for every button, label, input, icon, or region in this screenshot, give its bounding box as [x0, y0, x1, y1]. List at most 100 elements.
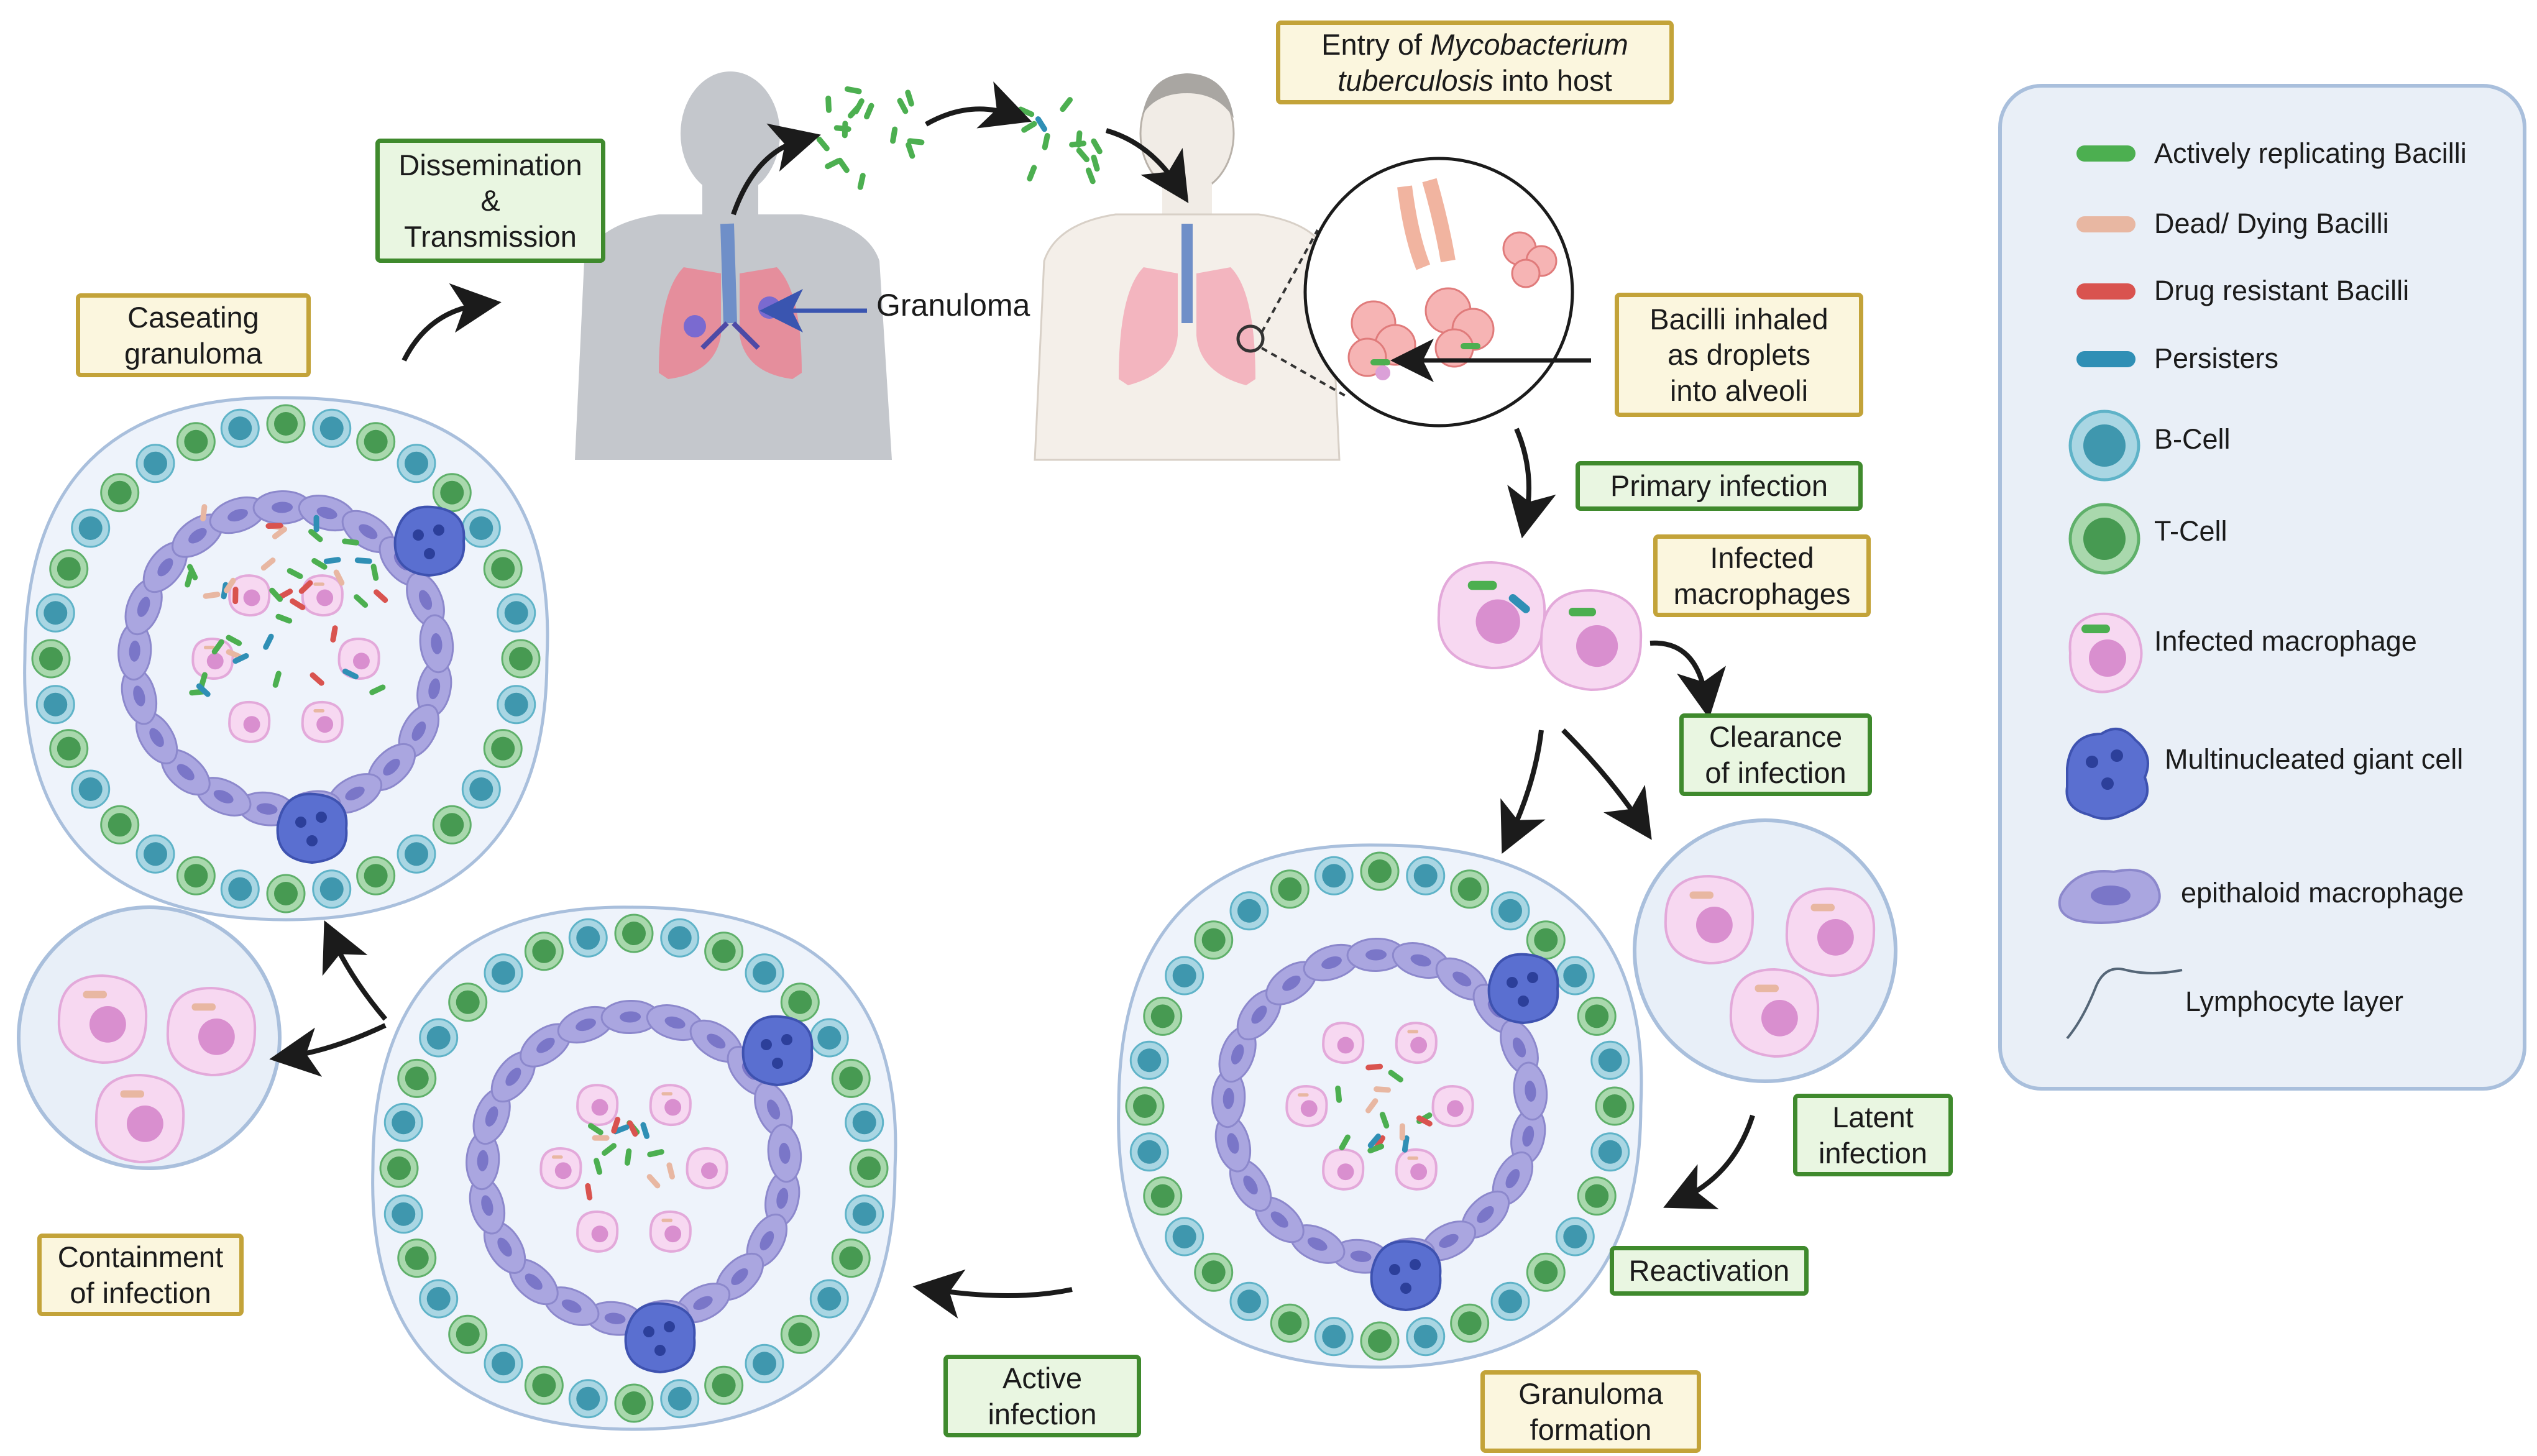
giant-cell-nucleus — [1389, 1264, 1400, 1275]
bacillus — [592, 1135, 610, 1141]
legend-label: Actively replicating Bacilli — [2154, 137, 2467, 169]
cell-nucleus — [405, 451, 429, 475]
legend-item: Lymphocyte layer — [2185, 986, 2403, 1018]
macrophage-nucleus — [1410, 954, 1431, 967]
bacillus — [1374, 1086, 1392, 1093]
macrophage-nucleus — [1231, 1044, 1244, 1065]
cell-nucleus — [143, 842, 167, 866]
bacillus — [298, 580, 313, 594]
bacillus — [269, 587, 283, 602]
bacillus — [857, 173, 866, 190]
cell-nucleus — [426, 1025, 451, 1050]
cell-nucleus — [387, 1156, 411, 1180]
macrophage-nucleus — [345, 786, 365, 800]
macrophage-nucleus — [1337, 1037, 1354, 1054]
macrophage-nucleus — [1300, 1100, 1318, 1117]
giant-cell-nucleus — [433, 524, 444, 536]
bacillus — [1339, 1134, 1351, 1151]
cell-nucleus — [1237, 1289, 1261, 1314]
bacillus — [587, 1123, 603, 1135]
bacillus — [1388, 1069, 1403, 1083]
cell-nucleus — [712, 1373, 736, 1398]
macrophage-nucleus — [1525, 1080, 1536, 1102]
entry-italic: Mycobacterium — [1430, 28, 1628, 62]
bacillus — [224, 577, 236, 593]
infected-macrophages-label: Infected macrophages — [1653, 534, 1871, 617]
macrophage-nucleus — [89, 1006, 126, 1043]
macrophage-nucleus — [1576, 625, 1618, 667]
bacillus — [369, 684, 386, 695]
bacillus — [825, 158, 842, 170]
cell-nucleus — [319, 877, 344, 901]
giant-cell-icon — [2065, 728, 2149, 820]
entry-line2: into host — [1493, 63, 1612, 97]
macrophage-nucleus — [157, 558, 173, 577]
cell-nucleus — [108, 813, 132, 837]
host-body-right — [1034, 73, 1341, 461]
bacillus — [1091, 154, 1100, 172]
macrophage-nucleus — [1337, 1163, 1354, 1181]
cell-nucleus — [228, 877, 252, 901]
cell-nucleus — [469, 516, 493, 540]
bacillus — [1035, 116, 1048, 132]
macrophage-nucleus — [561, 1299, 582, 1313]
macrophage-nucleus — [707, 1033, 726, 1049]
bacillus — [311, 558, 328, 570]
phagocytosed-bacillus — [661, 1219, 672, 1222]
cell-nucleus — [1322, 1324, 1346, 1348]
cell-nucleus — [456, 1322, 480, 1347]
giant-cell-nucleus — [643, 1326, 654, 1337]
legend-panel: Actively replicating Bacilli Dead/ Dying… — [1998, 84, 2526, 1091]
cell-nucleus — [1498, 899, 1523, 923]
legend-label: Drug resistant Bacilli — [2154, 275, 2410, 306]
bacillus — [647, 1149, 664, 1158]
legend-item: Infected macrophage — [2154, 625, 2417, 657]
cell-nucleus — [440, 480, 464, 505]
cell-nucleus — [1413, 1324, 1438, 1348]
cell-nucleus — [44, 692, 68, 717]
bacillus — [1416, 1115, 1433, 1127]
macrophage-nucleus — [243, 716, 260, 733]
macrophage-nucleus — [1475, 599, 1520, 644]
cell-nucleus — [817, 1025, 842, 1050]
giant-cell-nucleus — [1527, 972, 1538, 983]
giant-cell-nucleus — [772, 1058, 783, 1069]
cell-nucleus — [1598, 1140, 1622, 1164]
giant-cell-nucleus — [1518, 996, 1529, 1007]
macrophage-nucleus — [701, 1162, 718, 1179]
bacillus — [666, 1162, 676, 1179]
persister-bacillus — [1508, 594, 1530, 613]
bacillus — [1091, 138, 1103, 155]
macrophage-nucleus — [188, 528, 207, 544]
cell-nucleus — [1585, 1004, 1609, 1028]
cell-nucleus — [364, 429, 388, 454]
macrophage-nucleus — [256, 803, 278, 815]
bacillus — [333, 569, 345, 586]
latent-macrophages — [1664, 874, 1876, 1058]
caseating-label: Caseating granuloma — [76, 293, 311, 377]
macrophage-nucleus — [1227, 1133, 1239, 1154]
giant-cell-nucleus — [424, 548, 435, 559]
phagocytosed-bacillus — [313, 709, 324, 713]
bacillus — [211, 639, 224, 655]
cell-nucleus — [319, 416, 344, 441]
epithelioid-macrophage-icon — [2058, 869, 2161, 924]
phagocytosed-bacillus — [204, 646, 215, 649]
bacillus — [374, 589, 388, 603]
cell-nucleus — [1368, 859, 1392, 883]
bacillus — [1335, 1085, 1342, 1103]
macrophage-nucleus — [505, 1068, 521, 1086]
caseating-granuloma-graphic — [23, 396, 549, 922]
bacillus — [640, 1122, 650, 1139]
bacillus — [1379, 1112, 1390, 1129]
giant-cell — [624, 1302, 696, 1374]
macrophage-nucleus — [1365, 949, 1387, 961]
cell-nucleus — [392, 1110, 416, 1135]
cell-nucleus — [491, 736, 515, 761]
bacillus — [226, 634, 242, 646]
bacillus — [185, 570, 194, 588]
macrophage-nucleus — [759, 1231, 774, 1251]
macrophage-nucleus — [198, 1019, 235, 1055]
giant-cell-nucleus — [664, 1321, 675, 1332]
legend-label: T-Cell — [2154, 515, 2227, 547]
